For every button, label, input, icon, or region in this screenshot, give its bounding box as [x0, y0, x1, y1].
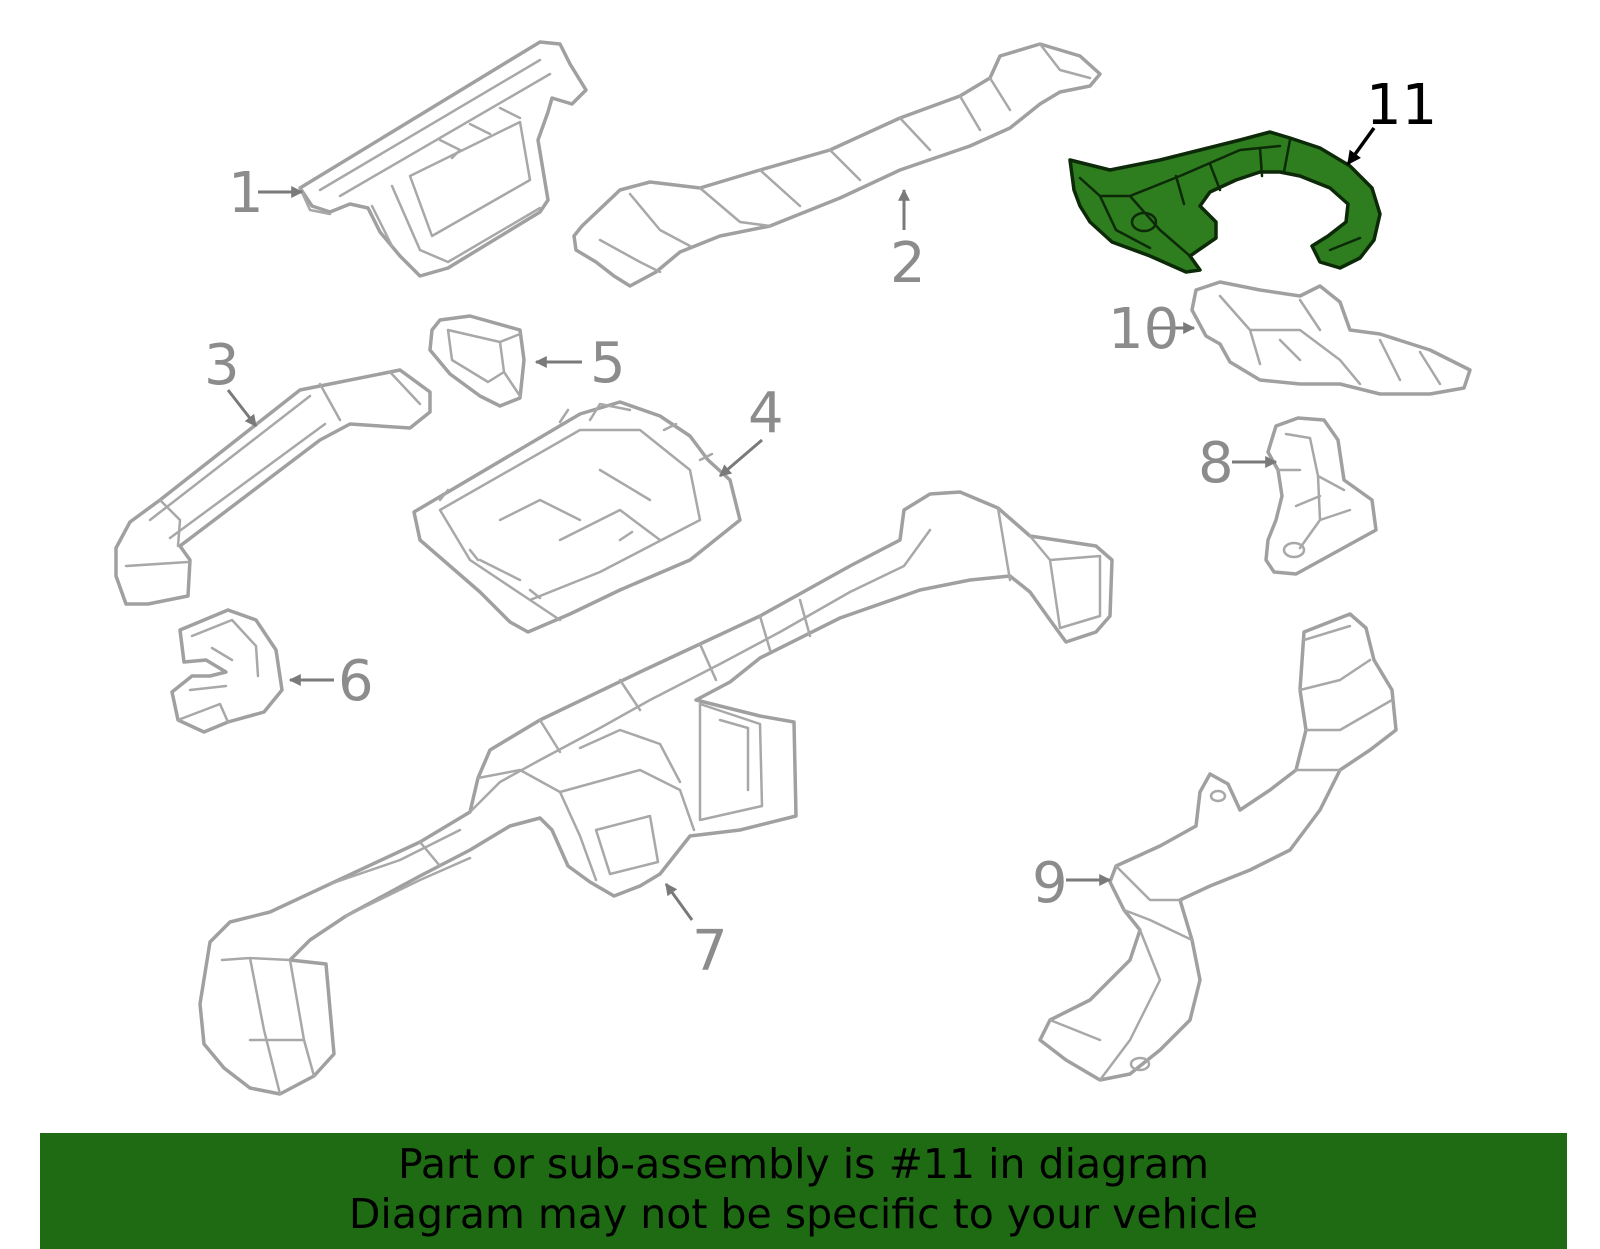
- part-11-duct-highlighted[interactable]: [1068, 130, 1382, 274]
- part-8-bracket[interactable]: [1264, 416, 1378, 576]
- part-7-main-duct[interactable]: [198, 490, 1114, 1096]
- part-9-floor-duct[interactable]: [1038, 612, 1398, 1082]
- callout-9: 9: [1032, 851, 1068, 916]
- part-4-center-panel[interactable]: [412, 400, 742, 634]
- callout-6: 6: [338, 649, 374, 714]
- callout-3: 3: [204, 333, 240, 398]
- callout-4: 4: [748, 381, 784, 446]
- banner-line-1: Part or sub-assembly is #11 in diagram: [397, 1140, 1210, 1188]
- part-3-duct[interactable]: [114, 368, 432, 606]
- callout-7: 7: [692, 919, 728, 984]
- callout-2: 2: [890, 231, 926, 296]
- part-1-defroster-nozzle[interactable]: [298, 40, 588, 278]
- banner-line-2: Diagram may not be specific to your vehi…: [348, 1190, 1259, 1238]
- part-10-defrost-duct[interactable]: [1190, 280, 1472, 396]
- callout-5: 5: [590, 331, 626, 396]
- callout-1: 1: [228, 161, 264, 226]
- leader-lines: [226, 126, 1376, 921]
- info-banner: Part or sub-assembly is #11 in diagram D…: [40, 1133, 1567, 1249]
- callout-10: 10: [1108, 297, 1179, 362]
- part-5-elbow[interactable]: [428, 314, 526, 408]
- part-2-side-duct[interactable]: [572, 42, 1102, 288]
- callout-8: 8: [1198, 431, 1234, 496]
- part-6-small-elbow[interactable]: [170, 608, 284, 734]
- callout-11: 11: [1366, 73, 1437, 138]
